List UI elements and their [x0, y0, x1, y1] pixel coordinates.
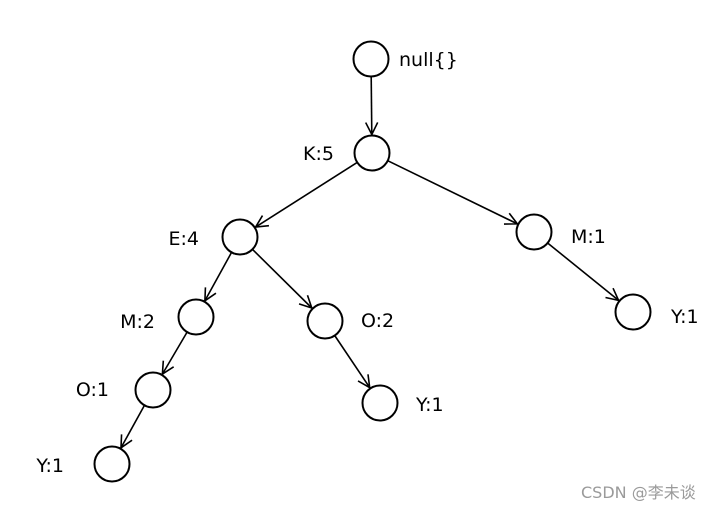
- edge-o2-to-y-under-o2: [334, 335, 370, 388]
- node-k: [353, 134, 391, 172]
- edge-m1-to-y-under-m1: [547, 242, 619, 300]
- edge-k-to-e: [256, 161, 358, 227]
- node-label-root: null{}: [399, 49, 458, 71]
- node-y-under-o1: [93, 445, 131, 483]
- node-o2: [306, 302, 344, 340]
- edge-e-to-m2: [205, 251, 233, 300]
- node-label-e: E:4: [169, 228, 200, 250]
- node-label-m2: M:2: [120, 311, 155, 333]
- node-label-o2: O:2: [361, 310, 394, 332]
- watermark: CSDN @李未谈: [581, 483, 696, 502]
- edge-root-to-k: [371, 76, 372, 135]
- node-label-k: K:5: [303, 143, 334, 165]
- node-m2: [177, 298, 215, 336]
- node-y-under-m1: [614, 293, 652, 331]
- node-label-y-under-o1: Y:1: [35, 455, 64, 477]
- node-e: [221, 218, 259, 256]
- node-label-m1: M:1: [571, 226, 606, 248]
- edge-k-to-m1: [387, 159, 518, 224]
- node-root: [352, 40, 390, 78]
- edges-layer: [121, 76, 619, 448]
- edge-o1-to-y-under-o1: [121, 404, 146, 448]
- nodes-layer: [93, 40, 652, 483]
- node-y-under-o2: [361, 384, 399, 422]
- node-label-y-under-m1: Y:1: [670, 306, 699, 328]
- edge-m2-to-o1: [162, 331, 188, 374]
- edge-e-to-o2: [251, 248, 311, 308]
- node-label-o1: O:1: [76, 379, 109, 401]
- node-label-y-under-o2: Y:1: [415, 394, 444, 416]
- node-o1: [134, 371, 172, 409]
- node-m1: [515, 213, 553, 251]
